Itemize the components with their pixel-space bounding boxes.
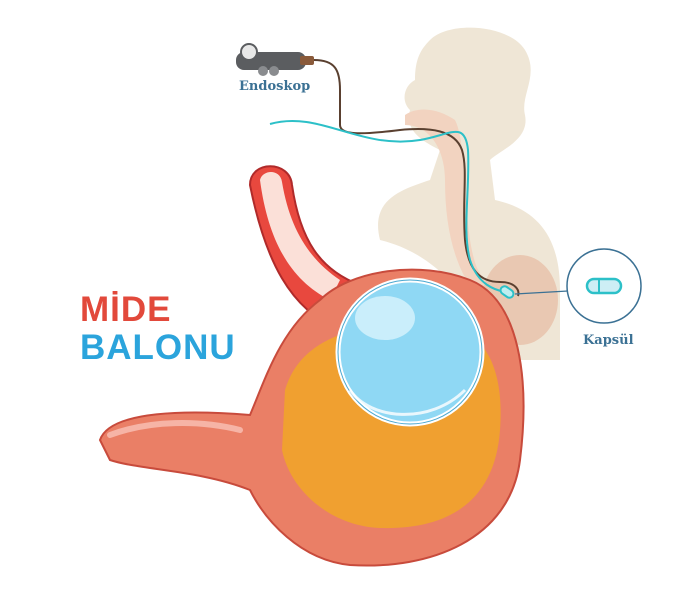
capsule-label: Kapsül bbox=[583, 333, 634, 348]
title-line-2: BALONU bbox=[80, 328, 236, 367]
title-line-1: MİDE bbox=[80, 290, 172, 329]
capsule-path bbox=[269, 120, 506, 293]
gastric-balloon bbox=[335, 277, 485, 427]
endoscope-label: Endoskop bbox=[239, 79, 311, 94]
capsule-icon bbox=[585, 277, 623, 295]
human-silhouette bbox=[378, 27, 560, 360]
endoscope-device bbox=[236, 43, 520, 297]
capsule-small bbox=[499, 285, 515, 299]
